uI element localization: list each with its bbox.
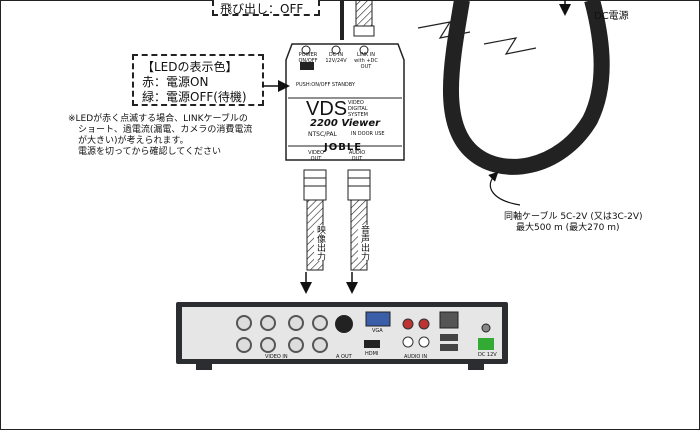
top-callout-box: 飛び出し：OFF (212, 0, 320, 16)
vds-sub3: SYSTEM (348, 112, 368, 118)
video-output-label: 映像出力 (314, 225, 327, 261)
dvr-a-out-label: A OUT (336, 354, 352, 360)
dvr-hdmi-label: HDMI (365, 351, 379, 357)
top-callout-text: 飛び出し：OFF (220, 2, 304, 16)
cable-note-line1: 同軸ケーブル 5C-2V (又は3C-2V) (504, 212, 643, 222)
dvr-dc12v-label: DC 12V (478, 352, 497, 358)
power-switch-label: POWER ON/OFF (298, 52, 318, 64)
led-color-box: 【LEDの表示色】 赤：電源ON 緑：電源OFF(待機) (132, 54, 264, 106)
vds-sub1: VIDEO (348, 100, 364, 106)
indoor-label: IN DOOR USE (351, 131, 385, 137)
link-cable (340, 0, 375, 40)
led-green-text: 緑：電源OFF(待機) (142, 90, 247, 104)
cable-note-line2: 最大500 m (最大270 m) (516, 223, 620, 233)
cable-break-mark (417, 21, 537, 55)
dvr-vga-label: VGA (372, 328, 383, 334)
warning-note-line2: ショート、過電流(漏電、カメラの消費電流 (78, 125, 253, 135)
dvr-audio-in-label: AUDIO IN (404, 354, 428, 360)
brand-logo: JOBLE (324, 142, 363, 153)
warning-note-line3: が大きい)が考えられます。 (78, 136, 189, 146)
led-box-title: 【LEDの表示色】 (142, 60, 238, 74)
model-name: 2200 Viewer (310, 118, 381, 129)
ntsc-pal-label: NTSC/PAL (308, 131, 337, 138)
link-in-label: LINK IN with +DC OUT (354, 52, 378, 70)
warning-note-line4: 電源を切ってから確認してください (78, 147, 222, 157)
warning-note-line1: ※LEDが赤く点滅する場合、LINKケーブルの (68, 114, 248, 124)
vds-device (285, 43, 405, 161)
led-red-text: 赤：電源ON (142, 75, 209, 89)
vds-logo: VDS (306, 98, 348, 120)
cable-note-pointer (488, 171, 521, 206)
video-out-label: VIDEO OUT (308, 150, 324, 162)
dc-in-label: DC IN 12V/24V (325, 52, 347, 64)
dvr-video-in-label: VIDEO IN (265, 354, 288, 360)
pushbutton-label: PUSH:ON/OFF STANDBY (296, 82, 355, 88)
dc-power-label: DC電源 (594, 11, 629, 22)
audio-out-label: AUDIO OUT (348, 150, 366, 162)
bnc-inputs (236, 315, 328, 353)
audio-output-label: 音声出力 (358, 225, 371, 261)
vds-sub2: DIGITAL (348, 106, 368, 112)
dvr-recorder (176, 302, 508, 370)
coax-loop (442, 0, 610, 175)
